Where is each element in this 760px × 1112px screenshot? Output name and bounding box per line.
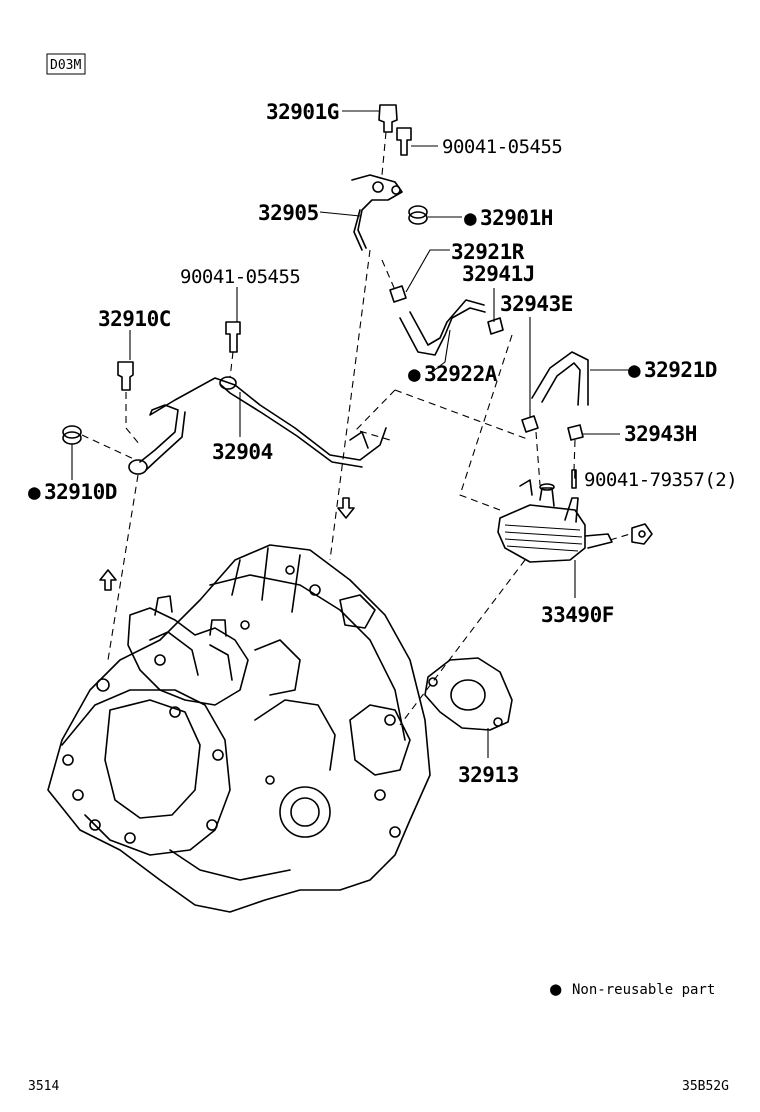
label-32943E: 32943E	[500, 292, 573, 316]
legend-text: Non-reusable part	[572, 982, 715, 998]
label-90041-05455-top: 90041-05455	[442, 136, 562, 158]
gasket-32913-drawing	[424, 657, 513, 731]
nut-90041-79357-drawing	[571, 469, 653, 545]
clamp-32941J-drawing	[487, 317, 504, 335]
clamp-32921R-drawing	[389, 285, 407, 303]
label-90041-05455-mid: 90041-05455	[180, 266, 300, 288]
label-90041-79357: 90041-79357(2)	[584, 469, 737, 491]
nonreusable-marker-32901H: ●	[464, 206, 477, 230]
legend: ● Non-reusable part	[550, 978, 715, 1000]
label-32921R: 32921R	[451, 240, 525, 264]
arrow-up-icon	[99, 569, 117, 591]
header-code: D03M	[46, 53, 86, 75]
oil-cooler-33490F-drawing	[497, 469, 613, 563]
leader-lines	[71, 110, 630, 758]
label-32941J: 32941J	[462, 262, 535, 286]
nonreusable-marker-32921D: ●	[628, 358, 641, 382]
nonreusable-marker-32910D: ●	[28, 480, 41, 504]
label-32922A: 32922A	[424, 362, 498, 386]
hose-32922A-drawing	[399, 299, 486, 356]
clamp-32943H-drawing	[567, 424, 584, 441]
assembly-dashed-lines	[81, 131, 631, 726]
footer-right-code: 35B52G	[682, 1079, 729, 1094]
washer-32910D-drawing	[62, 425, 82, 445]
clamp-32943E-drawing	[521, 415, 539, 433]
label-32910D: 32910D	[44, 480, 117, 504]
washer-32901H-drawing	[408, 205, 428, 225]
bolt-32910C-drawing	[117, 361, 134, 391]
bolt-90041-mid-drawing	[225, 321, 241, 353]
label-32901H: 32901H	[480, 206, 553, 230]
label-32901G: 32901G	[266, 100, 339, 124]
label-32904: 32904	[212, 440, 273, 464]
header-code-text: D03M	[50, 58, 81, 73]
arrow-down-icon	[337, 497, 355, 519]
legend-symbol: ●	[550, 978, 562, 1000]
transmission-housing-drawing	[47, 544, 431, 913]
label-32943H: 32943H	[624, 422, 697, 446]
part-labels: 32901G 90041-05455 32905 ● 32901H 32921R…	[28, 100, 738, 787]
label-32913: 32913	[458, 763, 519, 787]
label-32905: 32905	[258, 201, 319, 225]
bolt-90041-top-drawing	[396, 127, 412, 156]
hose-32921D-drawing	[531, 351, 589, 406]
label-33490F: 33490F	[541, 603, 614, 627]
label-32910C: 32910C	[98, 307, 171, 331]
nonreusable-marker-32922A: ●	[408, 362, 421, 386]
label-32921D: 32921D	[644, 358, 717, 382]
tube-32905-drawing	[351, 174, 403, 251]
bolt-32901G-drawing	[378, 104, 398, 133]
footer-left-code: 3514	[28, 1079, 59, 1094]
